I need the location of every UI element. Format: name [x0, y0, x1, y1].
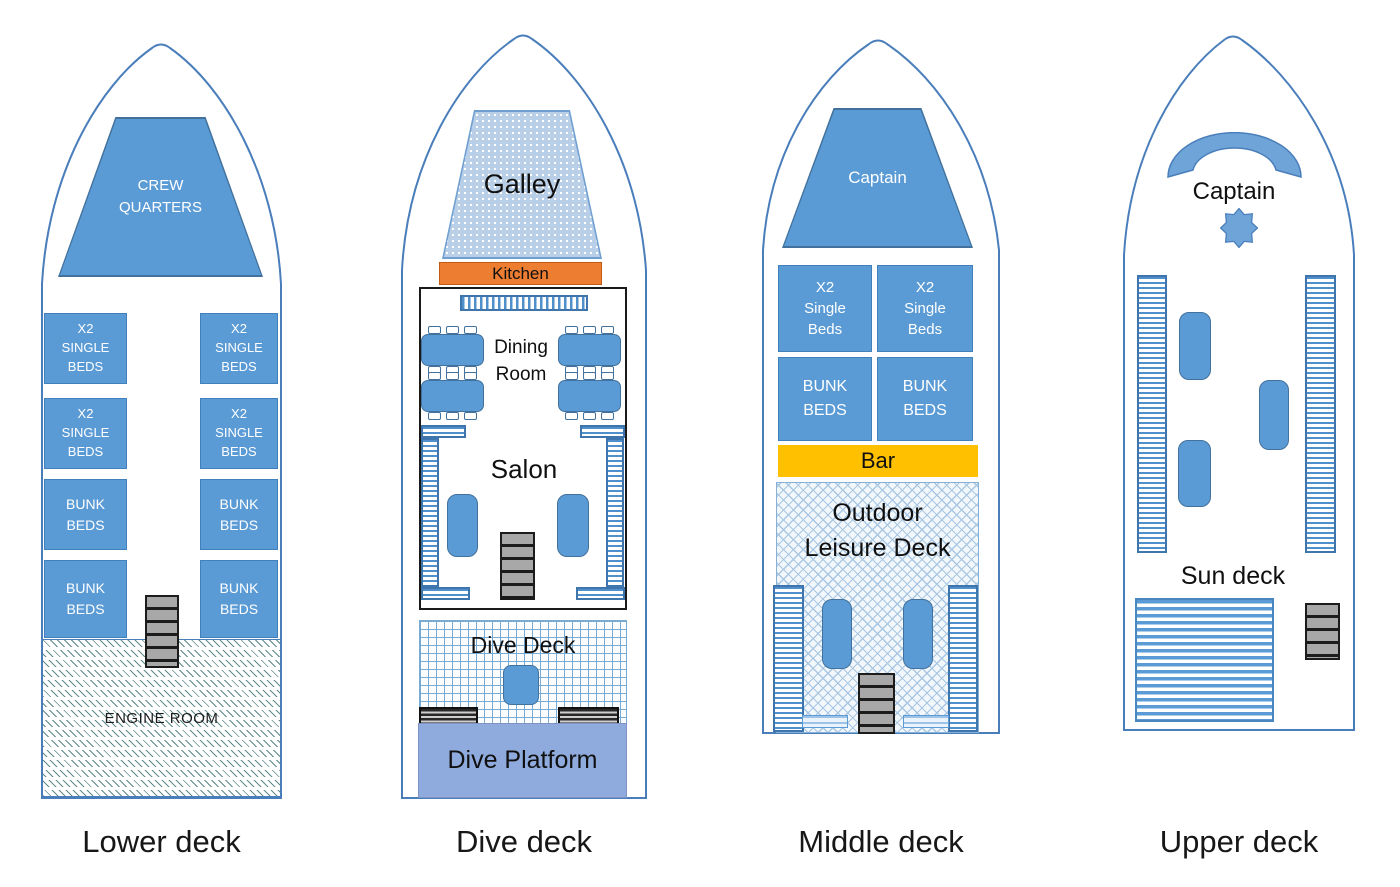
chair-icon	[601, 372, 614, 380]
dining-table-group	[421, 326, 484, 374]
buffet-counter	[460, 295, 588, 311]
dining-table	[421, 334, 484, 366]
sun-lounger	[1259, 380, 1289, 450]
bar-counter: Bar	[778, 445, 978, 477]
dining-table	[421, 380, 484, 412]
crew-quarters-label: CREW QUARTERS	[118, 176, 203, 217]
cabin-bunk-beds: BUNK BEDS	[200, 479, 278, 550]
chair-icon	[446, 372, 459, 380]
chair-icon	[601, 412, 614, 420]
dive-deck-caption: Dive deck	[455, 824, 593, 859]
salon-bench	[421, 438, 439, 587]
cabin-bunk-beds: BUNK BEDS	[200, 560, 278, 638]
stairs-icon	[858, 673, 895, 734]
chair-icon	[464, 326, 477, 334]
captain-label: Captain	[1192, 178, 1276, 205]
salon-bench	[421, 425, 466, 438]
dining-table-group	[558, 326, 621, 374]
cabin-single-beds: X2 SINGLE BEDS	[44, 398, 127, 469]
chair-icon	[428, 372, 441, 380]
leisure-deck-label: Outdoor Leisure Deck	[804, 499, 951, 562]
crew-quarters-room: CREW QUARTERS	[58, 117, 263, 277]
sun-mat	[1135, 598, 1274, 722]
stern-bench	[903, 715, 949, 728]
chair-icon	[446, 412, 459, 420]
cabin-single-beds: X2 Single Beds	[877, 265, 973, 352]
salon-bench	[606, 438, 624, 587]
salon-sofa	[447, 494, 478, 557]
helm-console-arc-icon	[1167, 132, 1302, 178]
chair-icon	[464, 372, 477, 380]
middle-deck-plan: Captain X2 Single Beds X2 Single Beds BU…	[761, 35, 1001, 735]
captain-label: Captain	[848, 168, 907, 187]
chair-icon	[565, 326, 578, 334]
kitchen-bar: Kitchen	[439, 262, 602, 285]
stern-bench	[802, 715, 848, 728]
hull-outline	[1123, 35, 1355, 731]
sun-lounger	[1179, 312, 1211, 380]
chair-icon	[601, 326, 614, 334]
chair-icon	[565, 412, 578, 420]
dive-gear-station	[503, 665, 539, 705]
dining-room-label: Dining Room	[494, 337, 548, 385]
sun-lounger	[822, 599, 852, 669]
dining-table-group	[558, 372, 621, 420]
chair-icon	[583, 372, 596, 380]
side-bench	[948, 585, 978, 732]
cabin-bunk-beds: BUNK BEDS	[778, 357, 872, 441]
helm-wheel-star-icon	[1220, 208, 1258, 248]
chair-icon	[583, 326, 596, 334]
side-bench	[773, 585, 804, 732]
sun-lounger	[1178, 440, 1211, 507]
sun-lounger	[903, 599, 933, 669]
salon-bench	[576, 587, 625, 600]
cabin-bunk-beds: BUNK BEDS	[44, 560, 127, 638]
stairs-icon	[145, 595, 179, 668]
lower-deck-caption: Lower deck	[82, 824, 241, 859]
stairs-icon	[500, 532, 535, 600]
upper-deck-caption: Upper deck	[1159, 824, 1319, 859]
salon-sofa	[557, 494, 589, 557]
dive-deck-area	[419, 620, 627, 725]
salon-bench	[421, 587, 470, 600]
side-bench	[1305, 275, 1336, 553]
middle-deck-caption: Middle deck	[798, 824, 964, 859]
side-bench	[1137, 275, 1167, 553]
cabin-single-beds: X2 SINGLE BEDS	[200, 398, 278, 469]
salon-bench	[580, 425, 625, 438]
cabin-bunk-beds: BUNK BEDS	[877, 357, 973, 441]
dining-table	[558, 380, 621, 412]
lower-deck-plan: CREW QUARTERS X2 SINGLE BEDS X2 SINGLE B…	[40, 38, 283, 800]
cabin-single-beds: X2 Single Beds	[778, 265, 872, 352]
engine-room-label: ENGINE ROOM	[104, 709, 219, 727]
galley-label: Galley	[483, 169, 561, 199]
cabin-single-beds: X2 SINGLE BEDS	[200, 313, 278, 384]
chair-icon	[428, 412, 441, 420]
chair-icon	[565, 372, 578, 380]
dive-platform: Dive Platform	[418, 723, 627, 798]
dining-table-group	[421, 372, 484, 420]
cabin-single-beds: X2 SINGLE BEDS	[44, 313, 127, 384]
galley-room: Galley	[442, 110, 602, 259]
captain-room: Captain	[782, 108, 973, 248]
chair-icon	[428, 326, 441, 334]
dive-deck-plan: Galley Kitchen Dining Room Salon Dive De…	[400, 30, 648, 800]
upper-deck-plan: Captain Sun deck	[1122, 30, 1356, 732]
chair-icon	[446, 326, 459, 334]
dining-table	[558, 334, 621, 366]
salon-label: Salon	[490, 453, 558, 484]
chair-icon	[464, 412, 477, 420]
sun-deck-label: Sun deck	[1180, 561, 1286, 590]
cabin-bunk-beds: BUNK BEDS	[44, 479, 127, 550]
dive-deck-label: Dive Deck	[470, 631, 576, 658]
stairs-icon	[1305, 603, 1340, 660]
chair-icon	[583, 412, 596, 420]
